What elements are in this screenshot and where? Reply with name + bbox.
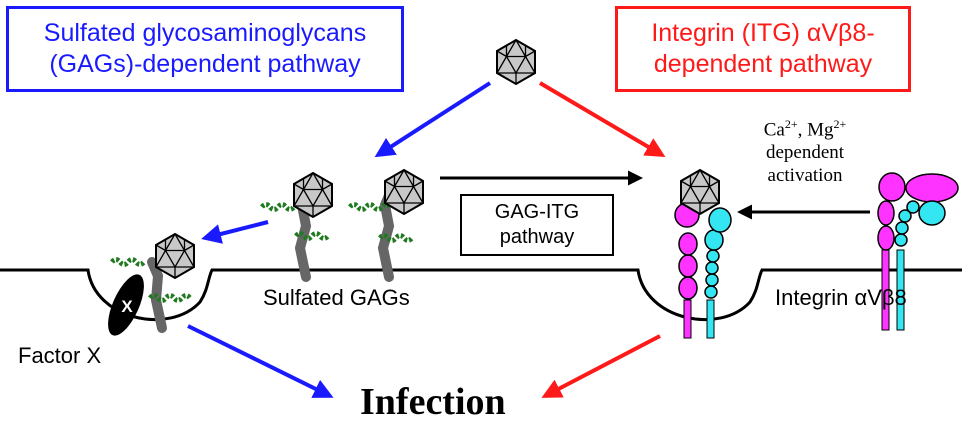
sulfated-gags-label: Sulfated GAGs (263, 285, 410, 310)
gag-pathway-box: Sulfated glycosaminoglycans (GAGs)-depen… (6, 6, 404, 92)
virus-on-gag-1 (293, 172, 333, 218)
infection-label: Infection (360, 381, 506, 423)
factor-x-label: Factor X (18, 343, 102, 368)
virus-on-factor-x (155, 233, 195, 279)
virus-particle-top (496, 39, 536, 85)
integrin-inactive (877, 172, 959, 331)
activation-ions: Ca2+, Mg2+ (763, 117, 847, 141)
integrin-activated (674, 202, 732, 339)
activation-label: Ca2+, Mg2+ dependent activation (740, 117, 870, 188)
integrin-label: Integrin αVβ8 (775, 285, 907, 310)
gag-itg-line1: GAG-ITG (494, 201, 580, 223)
cell-membrane (0, 268, 962, 322)
activation-line3: activation (767, 164, 843, 186)
arrow-factor-x-to-infection (187, 324, 334, 398)
arrow-virus-to-gags (374, 81, 492, 158)
gag-pathway-line2: (GAGs)-dependent pathway (49, 50, 361, 78)
gag-itg-line2: pathway (499, 226, 575, 248)
arrow-gags-to-factor-x (201, 220, 269, 244)
itg-pathway-line1: Integrin (ITG) αVβ8- (651, 18, 875, 47)
factor-x-protein (108, 274, 144, 336)
gag-itg-pathway-box: GAG-ITG pathway (460, 194, 614, 256)
arrow-integrin-to-infection (541, 334, 661, 398)
factor-x-mark: X (121, 297, 133, 316)
itg-pathway-line2: dependent pathway (653, 50, 873, 78)
itg-pathway-box: Integrin (ITG) αVβ8- dependent pathway (615, 6, 911, 92)
arrow-virus-to-integrin (538, 81, 666, 158)
activation-line2: dependent (765, 142, 845, 164)
virus-on-gag-2 (384, 169, 424, 215)
factor-x-complex: X (108, 257, 192, 336)
virus-on-integrin (680, 169, 720, 215)
gag-pathway-line1: Sulfated glycosaminoglycans (43, 18, 367, 47)
